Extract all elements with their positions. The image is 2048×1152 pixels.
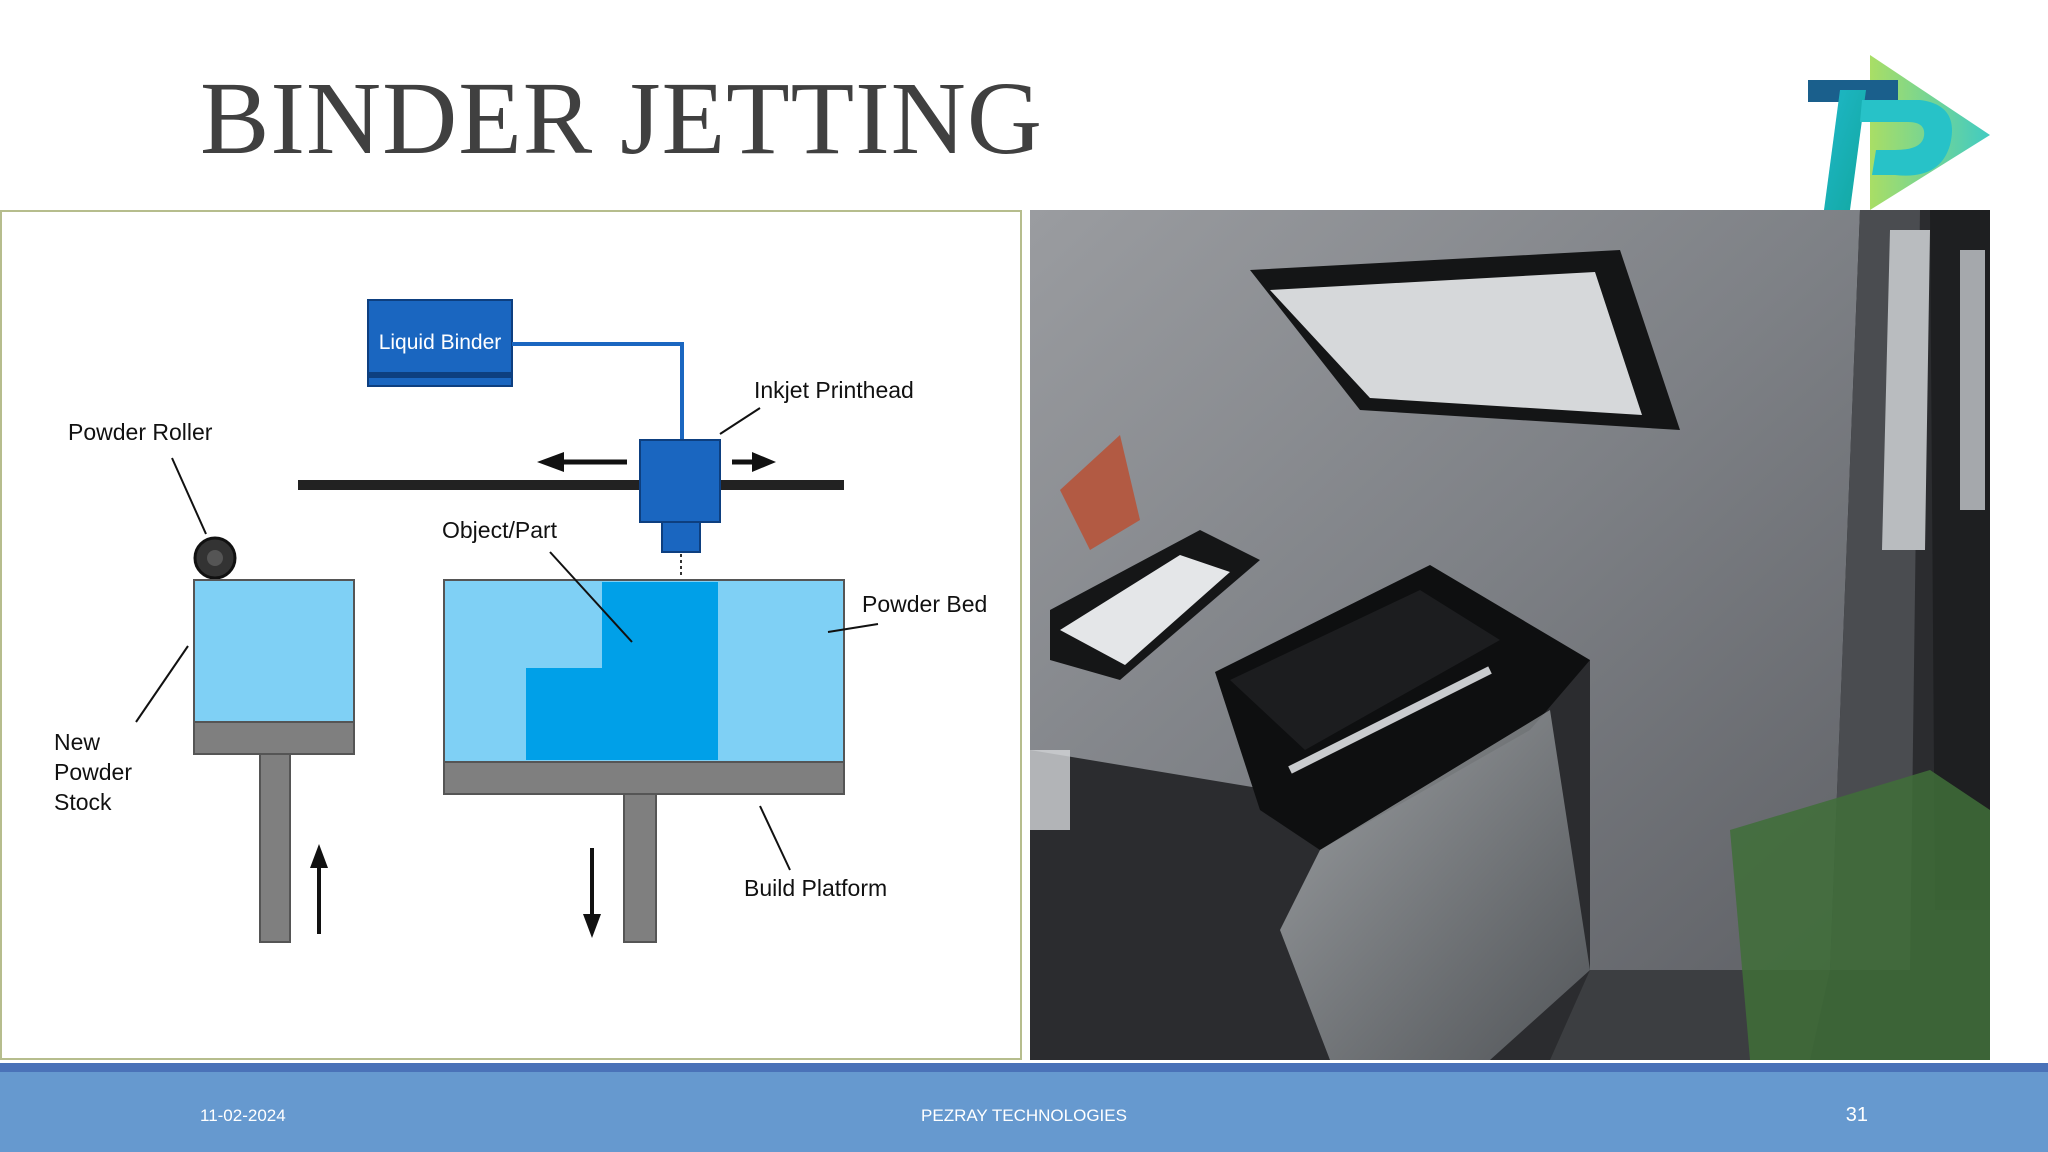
machine-photo-svg (1030, 210, 1990, 1060)
diagram-svg: Liquid Binder Inkjet Printhead Powder Ro… (54, 299, 987, 943)
inkjet-printhead-label: Inkjet Printhead (754, 377, 914, 403)
footer-accent-line (0, 1063, 2048, 1072)
slide-title: BINDER JETTING (200, 61, 1044, 176)
printhead-nozzle (661, 521, 701, 553)
footer-page-number: 31 (1845, 1104, 1868, 1126)
left-arrow-head (537, 452, 564, 472)
inkjet-printhead (639, 439, 721, 523)
new-powder-stock-label: New Powder Stock (54, 729, 138, 815)
powder-stock (193, 579, 355, 723)
object-leader (549, 551, 633, 643)
liquid-binder-base (368, 372, 512, 378)
binder-jetting-diagram: Liquid Binder Inkjet Printhead Powder Ro… (0, 210, 1022, 1060)
up-arrow-head (310, 844, 328, 868)
slide-footer: 11-02-2024 PEZRAY TECHNOLOGIES 31 (0, 1072, 2048, 1152)
build-platform (443, 761, 845, 795)
roller-leader (171, 457, 207, 535)
powder-stock-leader (135, 645, 189, 723)
powder-stock-platform (193, 721, 355, 755)
printed-object (526, 582, 718, 760)
binder-feed-line (512, 342, 684, 440)
footer-date: 11-02-2024 (200, 1106, 286, 1125)
powder-stock-piston (259, 753, 291, 943)
build-platform-piston (623, 793, 657, 943)
object-part-label: Object/Part (442, 517, 558, 543)
powder-bed-leader (827, 623, 879, 633)
machine-photo (1030, 210, 1990, 1060)
powder-roller-hub (207, 550, 223, 566)
right-arrow-head (752, 452, 776, 472)
printhead-rail (298, 480, 844, 490)
build-platform-leader (759, 805, 791, 871)
powder-roller-label: Powder Roller (68, 419, 213, 445)
powder-bed-label: Powder Bed (862, 591, 987, 617)
footer-company: PEZRAY TECHNOLOGIES (921, 1106, 1127, 1125)
pezray-logo (1808, 55, 1990, 210)
printhead-leader (719, 407, 761, 435)
down-arrow-head (583, 914, 601, 938)
build-platform-label: Build Platform (744, 875, 887, 901)
liquid-binder-label: Liquid Binder (379, 331, 502, 354)
